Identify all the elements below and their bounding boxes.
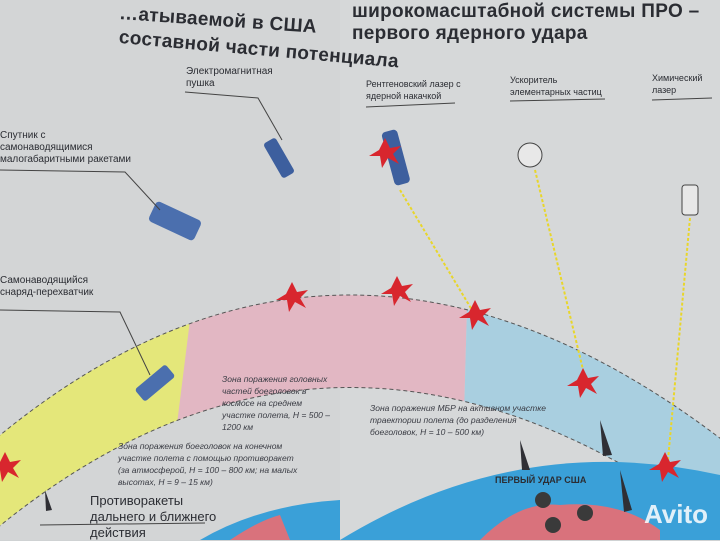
warhead-icon xyxy=(520,440,530,470)
interceptor-icon xyxy=(135,365,175,401)
satellite-icon xyxy=(149,201,201,241)
boost-zone-label: Зона поражения МБР на активном участке т… xyxy=(370,403,546,437)
inner-trajectory xyxy=(0,387,720,530)
burst-icon xyxy=(567,368,599,398)
railgun-label: Электромагнитная пушка xyxy=(186,66,273,89)
missiles-label: Противоракеты дальнего и ближнего действ… xyxy=(90,493,217,540)
warhead-icon xyxy=(45,490,52,511)
outer-trajectory xyxy=(0,294,720,439)
accelerator-icon xyxy=(517,142,543,168)
burst-icons xyxy=(0,138,681,482)
xray-laser-icon xyxy=(381,129,410,186)
satellite-label: Спутник с самонаводящимися малогабаритны… xyxy=(0,130,132,165)
midcourse-zone-label: Зона поражения головных частей боеголово… xyxy=(222,374,330,432)
satellite-leader xyxy=(0,169,161,211)
xray-beam xyxy=(399,189,476,316)
chem-laser-beam xyxy=(667,217,691,461)
warheads xyxy=(45,420,632,512)
accelerator-label: Ускоритель элементарных частиц xyxy=(510,75,602,97)
burst-icon xyxy=(0,452,21,482)
interceptor-label: Самонаводящийся снаряд-перехватчик xyxy=(0,275,94,298)
chem-laser-label: Химический лазер xyxy=(652,73,703,95)
missiles-leader xyxy=(39,522,206,526)
mushroom-cloud-icon xyxy=(545,517,561,533)
burst-icon xyxy=(459,300,491,330)
mushroom-cloud-icon xyxy=(577,505,593,521)
burst-icon xyxy=(649,452,681,482)
chem-leader xyxy=(651,97,713,101)
nuclear-explosions xyxy=(535,492,593,533)
avito-watermark: Avito xyxy=(643,499,708,529)
railgun-icon xyxy=(264,138,294,178)
mushroom-cloud-icon xyxy=(535,492,551,508)
burst-icon xyxy=(381,276,413,306)
terminal-zone-label: Зона поражения боеголовок на конечном уч… xyxy=(118,441,298,487)
first-strike-label: ПЕРВЫЙ УДАР США xyxy=(495,475,587,485)
interceptor-leader xyxy=(0,309,151,376)
accelerator-leader xyxy=(509,98,606,102)
chem-laser-icon xyxy=(681,184,699,216)
right-title-line1: широкомасштабной системы ПРО – xyxy=(352,1,700,22)
land-left xyxy=(230,515,290,540)
burst-icon xyxy=(369,138,401,168)
right-title-line2: первого ядерного удара xyxy=(352,23,588,44)
burst-icon xyxy=(276,282,308,312)
xray-leader xyxy=(365,102,456,108)
railgun-leader xyxy=(184,91,283,141)
warhead-icon xyxy=(620,470,632,512)
land xyxy=(480,504,660,540)
warhead-icon xyxy=(600,420,612,456)
xray-laser-label: Рентгеновский лазер с ядерной накачкой xyxy=(366,79,461,101)
accelerator-beam xyxy=(534,169,586,379)
